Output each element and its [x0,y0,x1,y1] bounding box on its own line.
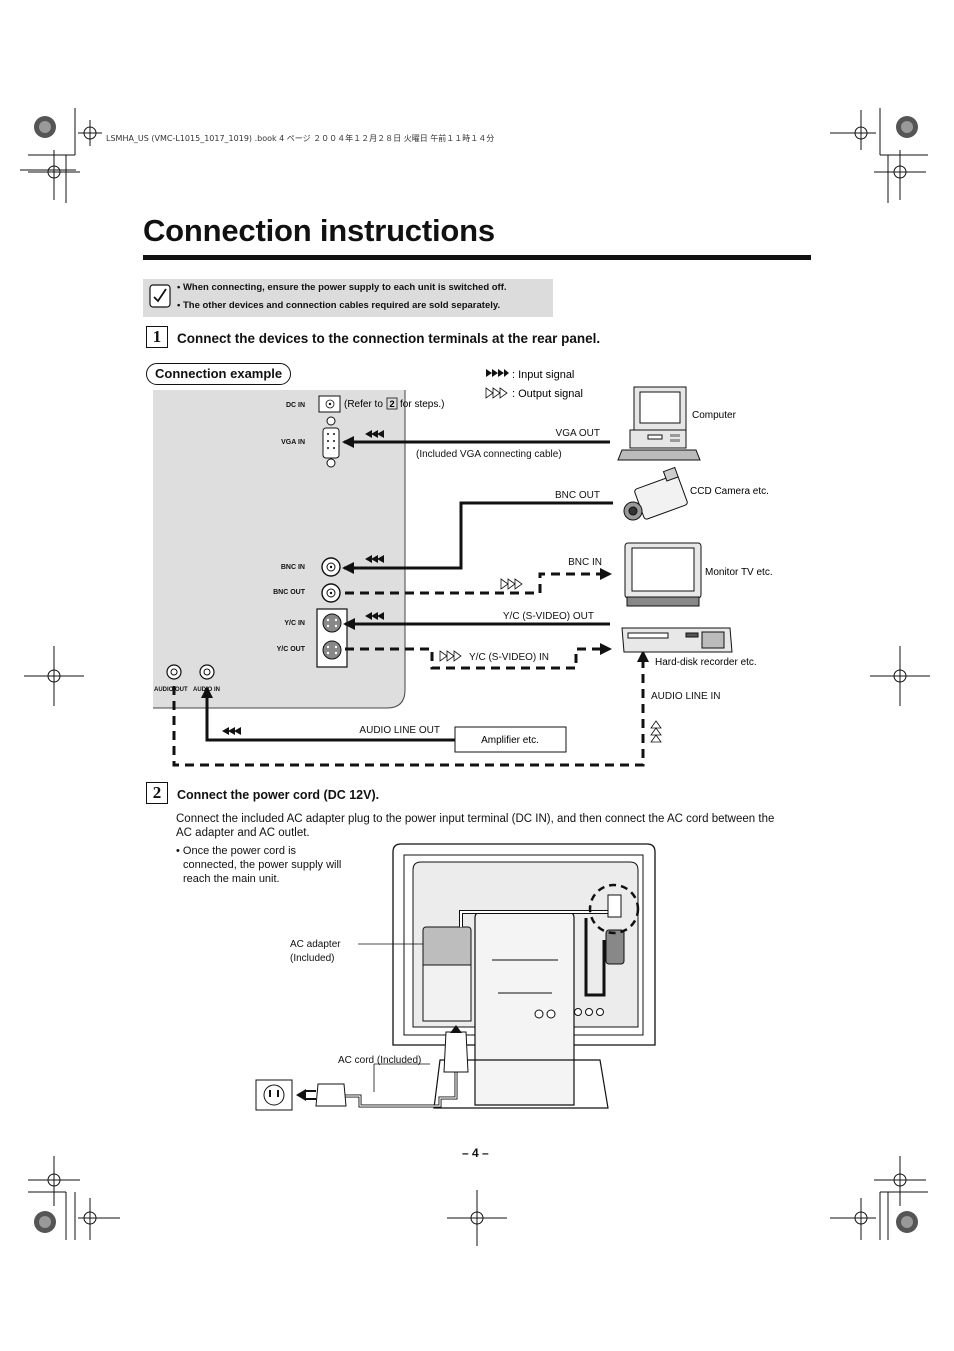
connection-example-label: Connection example [146,363,292,385]
step-1-heading: Connect the devices to the connection te… [177,331,601,346]
audio-input-cable [205,688,455,742]
ac-adapter-label: AC adapter [290,939,341,950]
bnc-out-cable-label: BNC OUT [555,490,600,501]
bnc-out-label: BNC OUT [273,589,306,596]
audio-line-out-label: AUDIO LINE OUT [359,725,440,736]
hdd-recorder-label: Hard-disk recorder etc. [655,657,757,668]
ccd-camera-label: CCD Camera etc. [690,486,769,497]
output-signal-arrows [439,578,662,743]
ac-adapter-included-label: (Included) [290,953,334,964]
step-2-bullet-line: • Once the power cord is [176,845,297,857]
legend-output-arrow [485,387,508,399]
vga-cable-label: (Included VGA connecting cable) [416,449,562,460]
yc-output-cable [345,647,600,670]
step-1-badge: 1 [146,326,168,348]
refer-post: for steps.) [400,399,444,410]
color-target-top-right [896,116,918,138]
audio-out-jack [166,664,182,680]
vga-in-label: VGA IN [281,439,305,446]
step-2-body-line-2: AC adapter and AC outlet. [176,827,310,839]
step-2-bullet: • Once the power cord is connected, the … [176,844,341,886]
monitor-tv-label: Monitor TV etc. [705,567,773,578]
computer-label: Computer [692,410,737,421]
color-target-bottom-left [34,1211,56,1233]
step-2-heading: Connect the power cord (DC 12V). [177,788,380,802]
audio-in-jack [199,664,215,680]
dc-in-highlight-circle [588,883,640,935]
print-header: LSMHA_US (VMC-L1015_1017_1019) .book 4 ペ… [106,134,495,143]
legend-input-arrow [486,369,509,377]
yc-svideo-in-label: Y/C (S-VIDEO) IN [469,652,549,663]
crop-mark-top-right [830,108,928,203]
amplifier-label: Amplifier etc. [481,735,539,746]
yc-out-connector [322,640,342,660]
legend-output-text: : Output signal [512,388,583,400]
crop-mark-bottom-center [447,1190,507,1246]
step-2-bullet-line: connected, the power supply will [183,859,342,871]
legend-input-text: : Input signal [512,369,574,381]
step-2-bullet-line: reach the main unit. [183,873,280,885]
crop-mark-bottom-right [830,1156,928,1240]
note-line-1: • When connecting, ensure the power supp… [177,282,507,293]
yc-in-connector [322,613,342,633]
step-2-badge: 2 [146,782,168,804]
audio-out-label: AUDIO OUT [154,687,188,693]
vga-in-connector [322,416,340,468]
monitor-stand [474,911,575,1106]
ccd-camera-icon [623,466,688,521]
hdd-recorder-icon [621,627,733,653]
bnc-input-cable [344,501,613,570]
bnc-in-label: BNC IN [281,564,305,571]
refer-step-box [386,397,398,410]
amplifier-box [454,726,567,753]
bnc-in-cable-label: BNC IN [568,557,602,568]
input-signal-arrows [222,430,384,735]
crop-mark-right-middle [870,646,930,706]
dc-in-label: DC IN [286,402,305,409]
crop-mark-bottom-left [28,1156,120,1240]
note-line-2: • The other devices and connection cable… [177,300,501,311]
yc-svideo-out-label: Y/C (S-VIDEO) OUT [503,611,594,622]
color-target-bottom-right [896,1211,918,1233]
bnc-output-cable [345,572,600,595]
vga-out-label: VGA OUT [556,428,600,439]
refer-number: 2 [389,399,394,410]
crop-mark-top-left [20,108,102,203]
crop-mark-left-middle [24,646,84,706]
computer-icon [617,386,701,461]
yc-out-label: Y/C OUT [277,646,306,653]
page-title: Connection instructions [143,213,495,248]
audio-line-in-label: AUDIO LINE IN [651,691,720,702]
color-target-top-left [34,116,56,138]
note-box: • When connecting, ensure the power supp… [143,279,553,317]
page-number: – 4 – [462,1146,489,1160]
yc-in-label: Y/C IN [284,620,305,627]
refer-pre: (Refer to [344,399,383,410]
title-rule [143,255,811,260]
bnc-out-connector [321,583,341,603]
step-2-body-line-1: Connect the included AC adapter plug to … [176,813,775,825]
ac-cord-label: AC cord (Included) [338,1055,421,1066]
monitor-tv-icon [624,542,702,607]
bnc-in-connector [321,557,341,577]
ac-adapter [422,926,472,970]
pencil-check-icon [149,284,171,308]
